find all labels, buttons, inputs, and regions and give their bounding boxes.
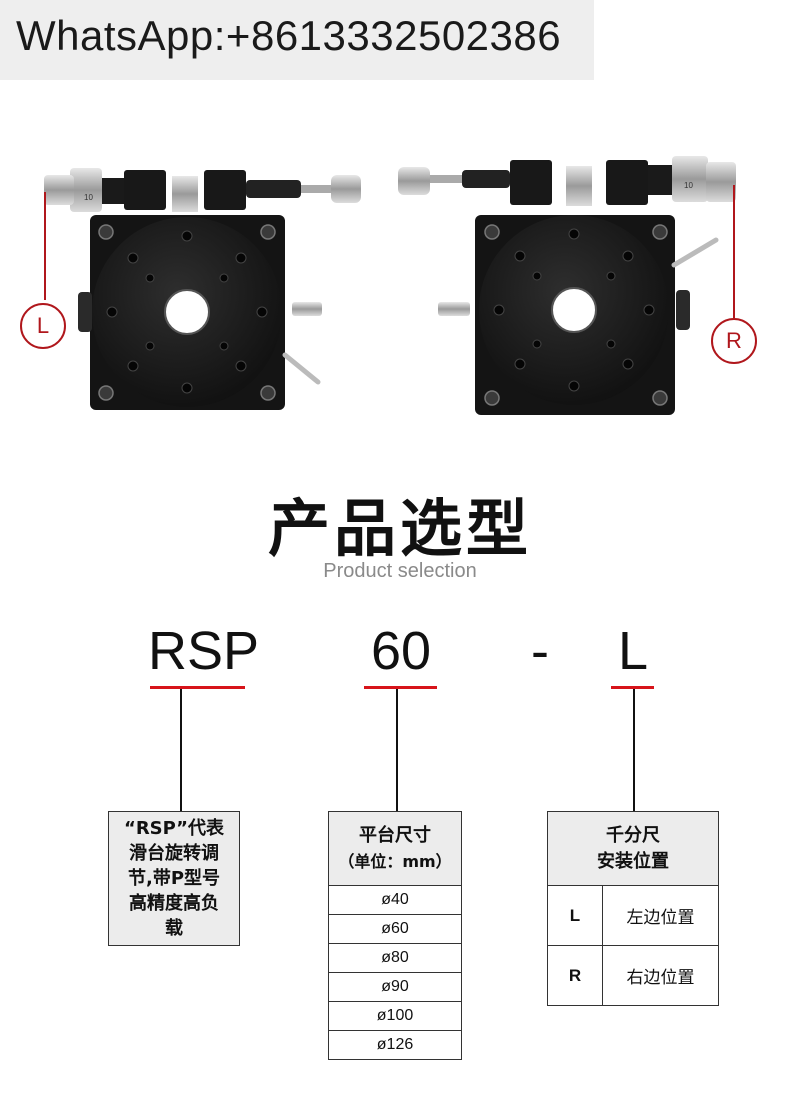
position-key: R: [547, 945, 603, 1006]
code-mount-underline: [611, 686, 654, 689]
left-mount-badge: L: [20, 303, 66, 349]
position-key: L: [547, 885, 603, 946]
whatsapp-number: WhatsApp:+8613332502386: [16, 12, 562, 59]
product-photos: 10: [0, 140, 800, 440]
series-description-line: 载: [165, 918, 183, 939]
size-option: ø60: [328, 914, 462, 944]
code-size: 60: [370, 621, 432, 681]
micrometer-position-header: 千分尺 安装位置: [547, 811, 719, 886]
platform-size-header-line1: 平台尺寸: [359, 824, 431, 846]
right-micrometer-scale: 10: [684, 181, 693, 190]
code-mount: L: [617, 621, 649, 681]
code-separator: -: [531, 621, 549, 681]
code-series-connector: [180, 689, 182, 811]
code-series: RSP: [148, 621, 260, 681]
whatsapp-banner: WhatsApp:+8613332502386: [0, 0, 594, 80]
series-description-line: 滑台旋转调: [129, 843, 219, 864]
code-mount-connector: [633, 689, 635, 811]
series-description-line: 高精度高负: [129, 893, 219, 914]
position-value: 右边位置: [602, 945, 719, 1006]
platform-size-header-line2: （单位：mm）: [338, 851, 452, 871]
left-stage: 10: [44, 168, 361, 410]
platform-size-table: 平台尺寸 （单位：mm） ø40 ø60 ø80 ø90 ø100 ø126: [328, 811, 462, 1060]
micrometer-header-line1: 千分尺: [606, 824, 660, 846]
series-description-line: 节,带P型号: [127, 868, 221, 889]
size-option: ø90: [328, 972, 462, 1002]
position-value: 左边位置: [602, 885, 719, 946]
rotation-stage-illustration: 10: [44, 156, 736, 415]
code-size-underline: [364, 686, 437, 689]
section-title-en: Product selection: [323, 560, 477, 582]
series-description-box: “RSP”代表 滑台旋转调 节,带P型号 高精度高负 载: [108, 811, 240, 946]
micrometer-position-table: 千分尺 安装位置 L 左边位置 R 右边位置: [547, 811, 719, 1006]
size-option: ø126: [328, 1030, 462, 1060]
platform-size-header: 平台尺寸 （单位：mm）: [328, 811, 462, 886]
series-description-line: “RSP”代表: [123, 818, 224, 839]
code-series-underline: [150, 686, 245, 689]
code-size-connector: [396, 689, 398, 811]
position-row-right: R 右边位置: [547, 945, 719, 1006]
size-option: ø40: [328, 885, 462, 915]
right-mount-badge: R: [711, 318, 757, 364]
right-stage: 10: [398, 156, 736, 415]
left-micrometer-scale: 10: [84, 193, 93, 202]
size-option: ø100: [328, 1001, 462, 1031]
micrometer-header-line2: 安装位置: [597, 850, 669, 872]
size-option: ø80: [328, 943, 462, 973]
position-row-left: L 左边位置: [547, 885, 719, 946]
section-title-cn: 产品选型: [267, 492, 532, 565]
